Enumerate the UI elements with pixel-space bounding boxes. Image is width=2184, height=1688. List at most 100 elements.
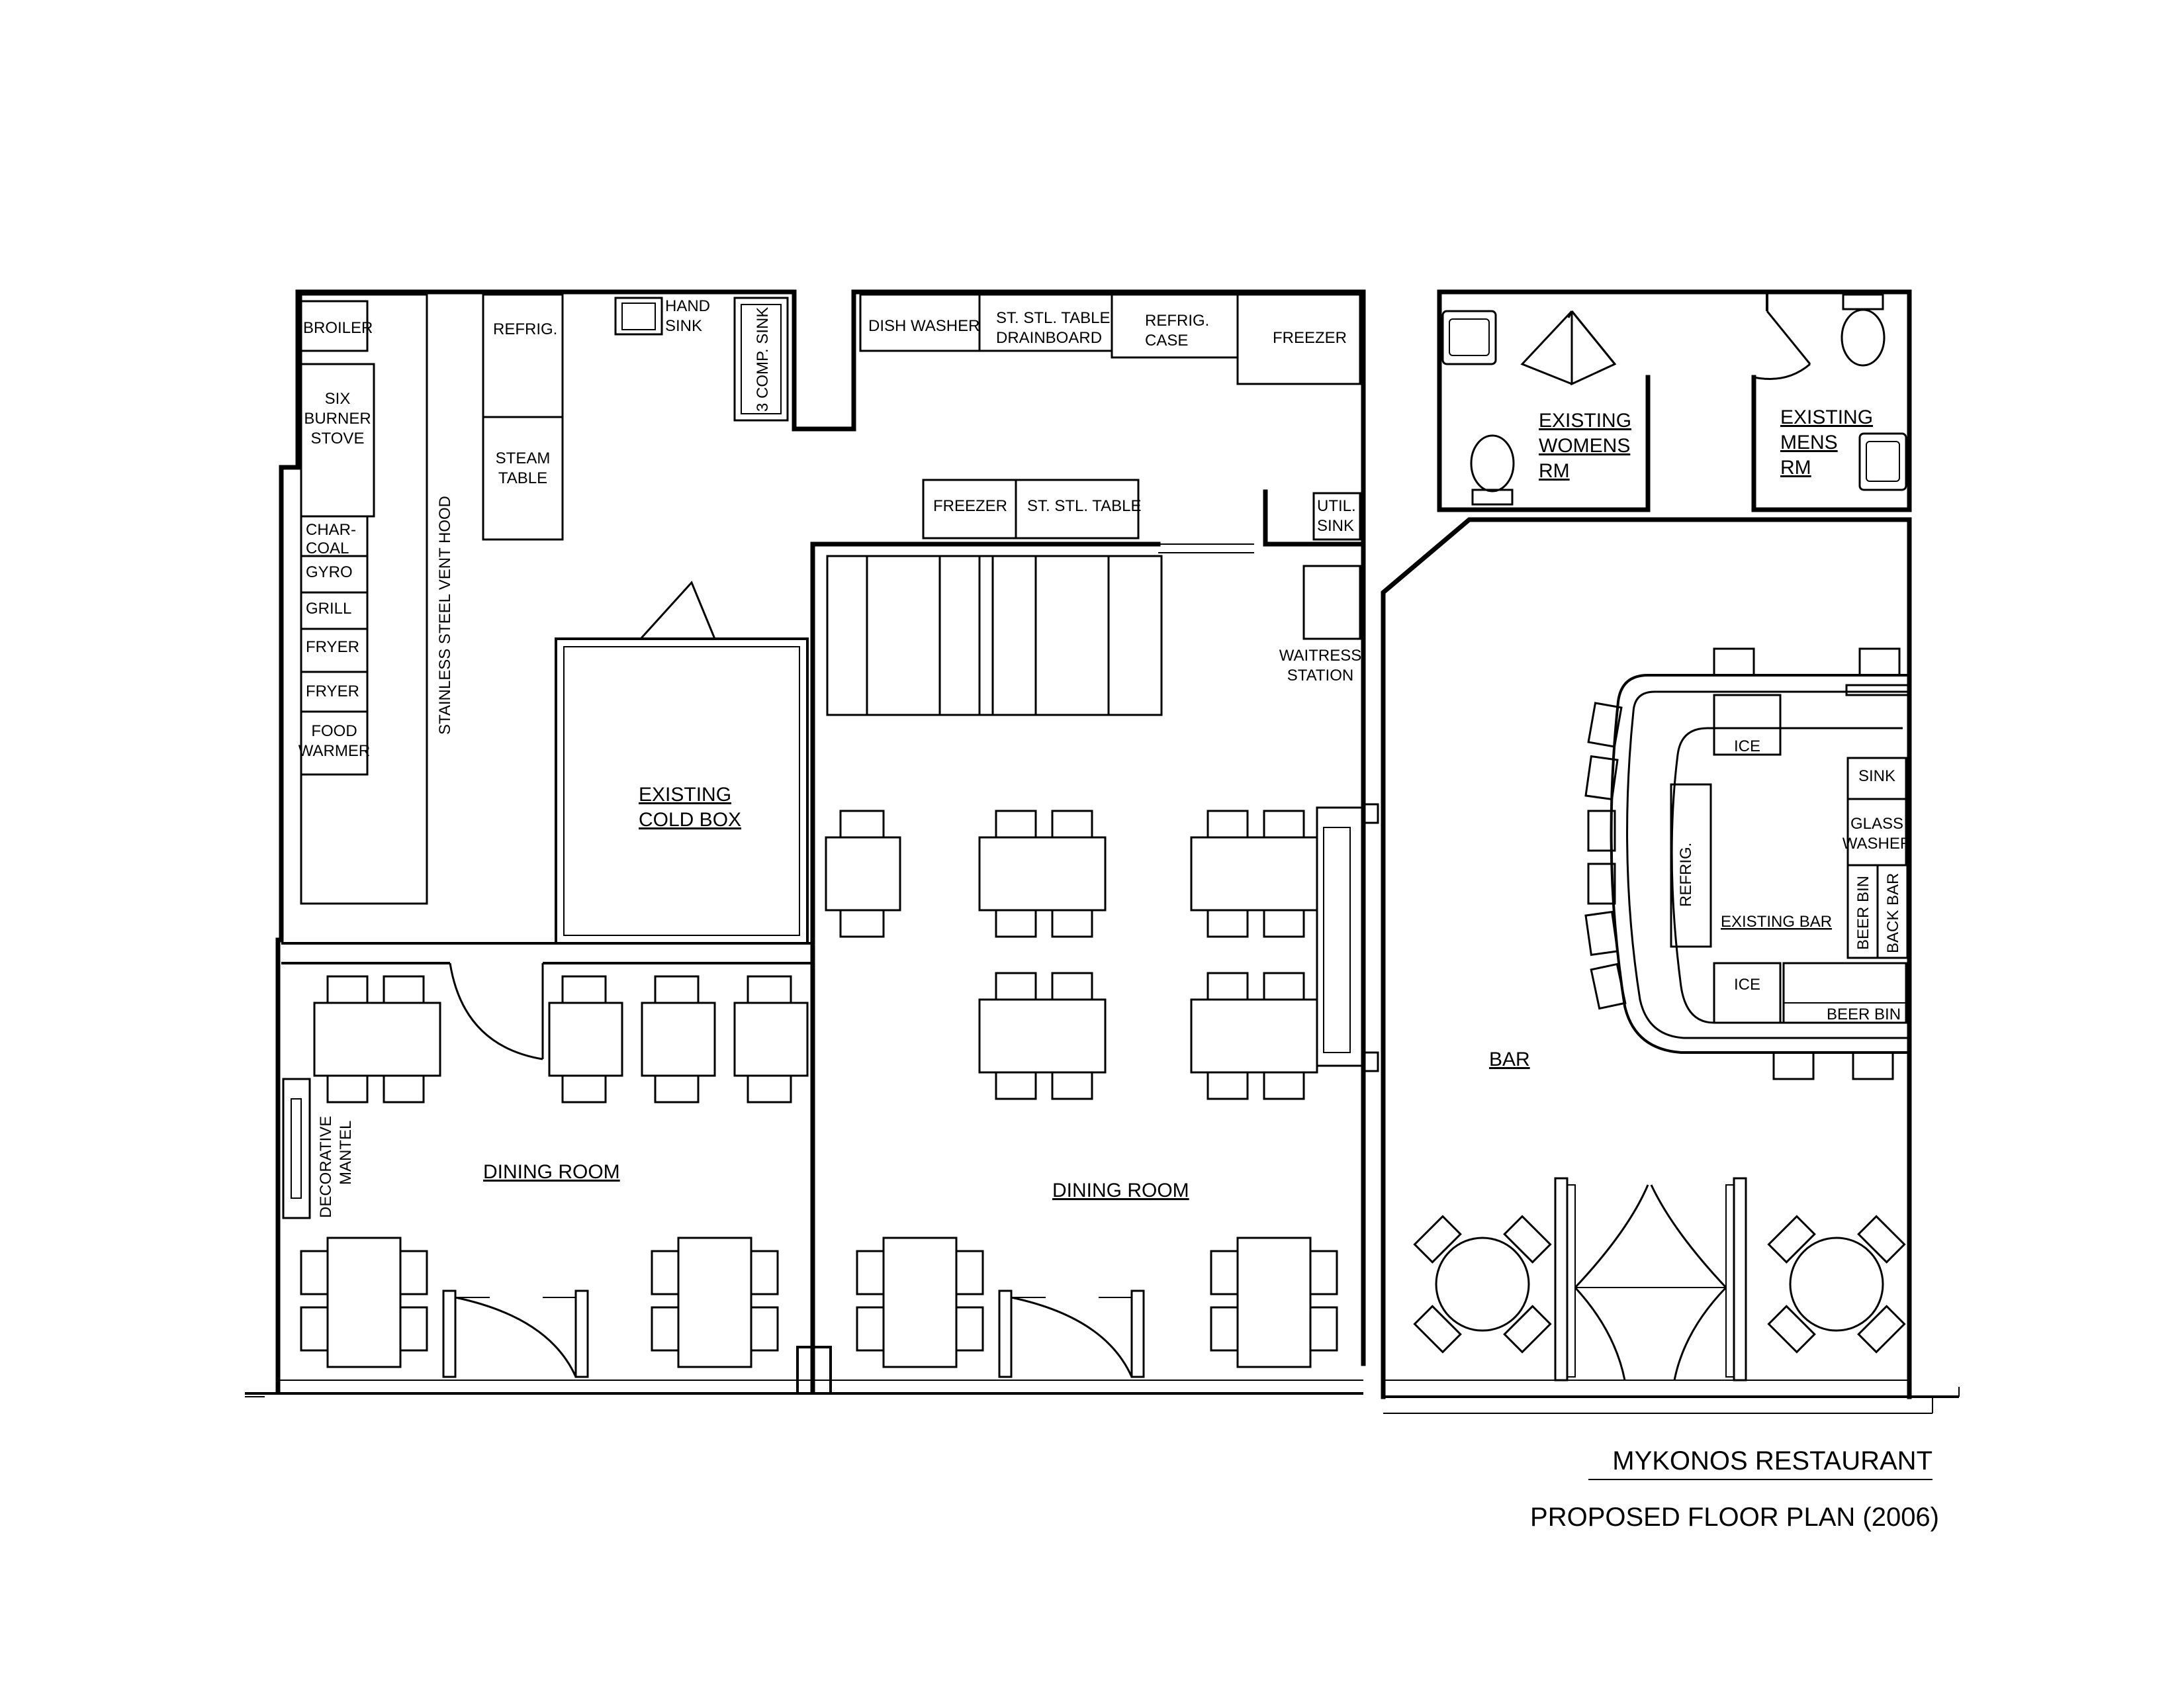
- label-womens-1: EXISTING: [1539, 410, 1631, 432]
- shelving: [826, 555, 1163, 716]
- table: [978, 998, 1107, 1074]
- label-beer-bin-v: BEER BIN: [1854, 876, 1872, 950]
- label-broiler: BROILER: [303, 319, 373, 337]
- label-ice-top: ICE: [1734, 737, 1760, 755]
- label-dish-washer: DISH WASHER: [868, 317, 979, 335]
- table: [978, 836, 1107, 912]
- label-fryer-2: FRYER: [306, 682, 359, 700]
- label-grill: GRILL: [306, 600, 351, 618]
- label-existing-bar: EXISTING BAR: [1721, 913, 1832, 931]
- decorative-mantel: [282, 1078, 311, 1219]
- label-st-stl-table: ST. STL. TABLE: [1027, 497, 1142, 515]
- table: [326, 1237, 402, 1368]
- label-vent-hood: STAINLESS STEEL VENT HOOD: [436, 496, 454, 735]
- label-back-bar: BACK BAR: [1884, 873, 1902, 953]
- label-refrig-case-1: REFRIG.: [1145, 312, 1209, 330]
- label-waitress-2: STATION: [1287, 667, 1353, 684]
- label-bar-sink: SINK: [1858, 767, 1895, 785]
- table: [1190, 836, 1318, 912]
- label-hand-sink-2: SINK: [665, 317, 702, 335]
- label-mantel-2: MANTEL: [337, 1121, 355, 1185]
- restrooms: [1437, 289, 1912, 512]
- sheet-title: PROPOSED FLOOR PLAN (2006): [1530, 1503, 1939, 1532]
- equipment-labels: BROILER SIX BURNER STOVE CHAR- COAL GYRO…: [298, 297, 1911, 1218]
- stainless-table: [1015, 479, 1140, 539]
- label-steam-1: STEAM: [496, 449, 551, 467]
- table: [548, 1002, 623, 1077]
- toilet-icon: [1470, 434, 1515, 492]
- kitchen: [281, 293, 1361, 945]
- steam-table: [482, 416, 564, 541]
- label-refrig-case-2: CASE: [1145, 332, 1188, 350]
- table: [677, 1237, 752, 1368]
- label-comp-sink: 3 COMP. SINK: [754, 307, 772, 412]
- project-title: MYKONOS RESTAURANT: [1612, 1446, 1933, 1476]
- dining-left-furniture: [281, 962, 813, 1378]
- label-dining-left: DINING ROOM: [483, 1161, 620, 1183]
- util-sink: [1312, 492, 1361, 541]
- waitress-station: [1302, 565, 1361, 640]
- freezer: [1236, 293, 1361, 385]
- label-warmer-1: FOOD: [311, 722, 357, 740]
- label-mens-3: RM: [1780, 457, 1811, 479]
- dining-center-furniture: [796, 803, 1379, 1395]
- sink-icon: [1858, 432, 1907, 491]
- label-hand-sink-1: HAND: [665, 297, 710, 315]
- table: [882, 1237, 958, 1368]
- label-util-sink-1: UTIL.: [1317, 497, 1356, 515]
- label-freezer-mid: FREEZER: [933, 497, 1007, 515]
- label-stove-2: BURNER: [304, 410, 371, 428]
- label-charcoal-2: COAL: [306, 539, 349, 557]
- back-bar: [1876, 864, 1909, 959]
- label-womens-3: RM: [1539, 460, 1570, 482]
- table: [825, 836, 901, 912]
- label-gyro: GYRO: [306, 563, 353, 581]
- label-steam-2: TABLE: [498, 469, 547, 487]
- table: [641, 1002, 716, 1077]
- label-drainboard-2: DRAINBOARD: [996, 329, 1102, 347]
- vent-hood: [300, 293, 428, 905]
- label-dining-center: DINING ROOM: [1052, 1180, 1189, 1201]
- label-mantel-1: DECORATIVE: [317, 1116, 335, 1218]
- bar-refrigerator: [1670, 783, 1712, 948]
- label-charcoal-1: CHAR-: [306, 521, 356, 539]
- label-fryer-1: FRYER: [306, 638, 359, 656]
- label-mens-2: MENS: [1780, 432, 1838, 453]
- label-stove-3: STOVE: [311, 430, 365, 447]
- refrigerator: [482, 293, 564, 418]
- bar-furniture: [1413, 647, 1911, 1382]
- room-labels: EXISTING COLD BOX DINING ROOM DINING ROO…: [483, 406, 1873, 1201]
- label-beer-bin-h: BEER BIN: [1827, 1006, 1901, 1023]
- label-warmer-2: WARMER: [298, 742, 370, 760]
- label-refrig: REFRIG.: [493, 320, 557, 338]
- label-bar: BAR: [1489, 1049, 1530, 1070]
- label-mens-1: EXISTING: [1780, 406, 1873, 428]
- label-waitress-1: WAITRESS: [1279, 647, 1361, 665]
- cold-box: [555, 637, 809, 945]
- sink-icon: [1441, 310, 1497, 365]
- toilet-icon: [1841, 308, 1886, 367]
- three-comp-sink: [733, 297, 789, 422]
- label-glass-washer-2: WASHER: [1843, 835, 1911, 853]
- exterior-walls: [245, 289, 1960, 1414]
- label-stove-1: SIX: [325, 390, 351, 408]
- table: [733, 1002, 809, 1077]
- label-ice-bottom: ICE: [1734, 976, 1760, 994]
- title-block: MYKONOS RESTAURANT PROPOSED FLOOR PLAN (…: [1530, 1446, 1939, 1532]
- round-table: [1767, 1215, 1906, 1354]
- table: [1236, 1237, 1312, 1368]
- beer-bin: [1782, 962, 1907, 1024]
- label-cold-box-2: COLD BOX: [639, 809, 741, 831]
- ice-bin: [1713, 962, 1782, 1024]
- column: [796, 1346, 832, 1395]
- label-freezer-top: FREEZER: [1273, 329, 1347, 347]
- banquette: [1316, 806, 1365, 1067]
- table: [1190, 998, 1318, 1074]
- label-drainboard-1: ST. STL. TABLE: [996, 309, 1111, 327]
- label-cold-box-1: EXISTING: [639, 784, 731, 806]
- label-womens-2: WOMENS: [1539, 435, 1630, 457]
- label-util-sink-2: SINK: [1317, 517, 1354, 535]
- table: [313, 1002, 441, 1077]
- label-bar-refrig: REFRIG.: [1677, 843, 1695, 907]
